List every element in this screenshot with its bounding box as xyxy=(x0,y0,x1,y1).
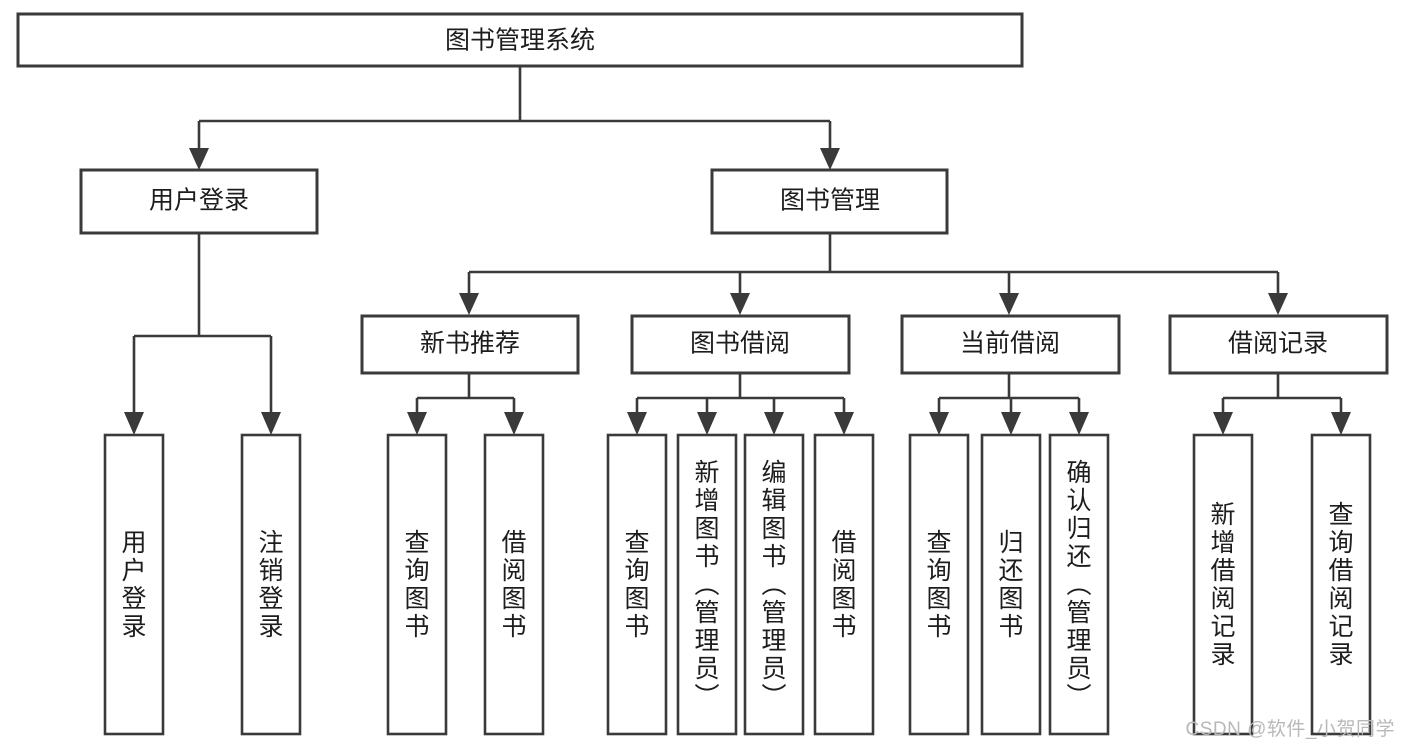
arrowhead-bb-edit-book xyxy=(764,412,784,435)
leaf-box-br-add-record[interactable] xyxy=(1192,433,1254,736)
connectors-borrow-record-to-leaves xyxy=(1213,373,1351,435)
leaf-box-cb-confirm-return[interactable] xyxy=(1048,433,1110,736)
leaf-label-bb-edit-book: 编辑图书︵管理员︶ xyxy=(761,458,787,711)
leaf-label-bb-borrow-book: 借阅图书 xyxy=(831,528,857,641)
leaf-label-bb-query-book: 查询图书 xyxy=(624,528,650,641)
connectors-new-book-to-leaves xyxy=(407,373,524,435)
node-book-borrow-label: 图书借阅 xyxy=(690,330,790,358)
leaf-box-cb-return-book[interactable] xyxy=(980,433,1042,736)
node-borrow-record-label: 借阅记录 xyxy=(1228,330,1328,358)
leaf-box-bb-query-book[interactable] xyxy=(606,433,668,736)
leaf-label-nb-query-book: 查询图书 xyxy=(404,528,430,641)
leaf-label-bb-add-book: 新增图书︵管理员︶ xyxy=(694,458,720,711)
connectors-root-to-level2 xyxy=(189,65,840,170)
node-user-login-label: 用户登录 xyxy=(149,187,249,215)
arrowhead-current-borrow xyxy=(999,293,1019,315)
leaf-label-cb-query-book: 查询图书 xyxy=(926,528,952,641)
leaf-box-bb-edit-book[interactable] xyxy=(743,433,805,736)
node-new-book-label: 新书推荐 xyxy=(420,330,520,358)
node-borrow-record-box[interactable] xyxy=(1168,314,1389,375)
arrowhead-leaf-logout xyxy=(261,412,281,435)
arrowhead-cb-query-book xyxy=(929,412,949,435)
node-new-book-box[interactable] xyxy=(360,314,580,375)
arrowhead-user-login xyxy=(189,148,209,170)
arrowhead-book-borrow xyxy=(730,293,750,315)
arrowhead-borrow-record xyxy=(1268,293,1288,315)
leaf-box-nb-query-book[interactable] xyxy=(386,433,448,736)
node-book-borrow-box[interactable] xyxy=(630,314,851,375)
leaf-label-br-add-record: 新增借阅记录 xyxy=(1210,500,1236,669)
arrowhead-br-add-record xyxy=(1213,412,1233,435)
leaf-label-nb-borrow-book: 借阅图书 xyxy=(501,528,527,641)
arrowhead-nb-query-book xyxy=(407,412,427,435)
connectors-user-login-to-leaves xyxy=(124,233,281,435)
arrowhead-book-mgmt xyxy=(820,148,840,170)
leaf-box-cb-query-book[interactable] xyxy=(908,433,970,736)
connectors-current-borrow-to-leaves xyxy=(929,373,1089,435)
arrowhead-new-book xyxy=(459,293,479,315)
arrowhead-bb-query-book xyxy=(627,412,647,435)
leaf-box-br-query-record[interactable] xyxy=(1310,433,1372,736)
node-user-login-box[interactable] xyxy=(79,168,319,235)
arrowhead-nb-borrow-book xyxy=(504,412,524,435)
node-current-borrow-box[interactable] xyxy=(900,314,1121,375)
leaf-label-cb-confirm-return: 确认归还︵管理员︶ xyxy=(1066,458,1092,711)
node-root-label: 图书管理系统 xyxy=(445,27,595,55)
node-root-box[interactable] xyxy=(16,12,1024,68)
leaf-box-bb-add-book[interactable] xyxy=(676,433,738,736)
node-book-mgmt-box[interactable] xyxy=(710,168,949,235)
arrowhead-br-query-record xyxy=(1331,412,1351,435)
leaf-box-logout[interactable] xyxy=(240,433,302,736)
leaf-box-bb-borrow-book[interactable] xyxy=(813,433,875,736)
leaf-label-br-query-record: 查询借阅记录 xyxy=(1328,500,1354,669)
connectors-book-borrow-to-leaves xyxy=(627,373,854,435)
leaf-box-nb-borrow-book[interactable] xyxy=(483,433,545,736)
leaf-box-user-login[interactable] xyxy=(103,433,165,736)
leaf-label-cb-return-book: 归还图书 xyxy=(998,528,1024,641)
node-current-borrow-label: 当前借阅 xyxy=(960,330,1060,358)
connectors-book-mgmt-to-level3 xyxy=(459,233,1288,315)
node-book-mgmt-label: 图书管理 xyxy=(780,187,880,215)
leaf-label-logout: 注销登录 xyxy=(258,528,284,641)
leaf-label-user-login: 用户登录 xyxy=(121,528,147,641)
arrowhead-cb-confirm-return xyxy=(1069,412,1089,435)
arrowhead-cb-return-book xyxy=(1001,412,1021,435)
arrowhead-leaf-user-login xyxy=(124,412,144,435)
arrowhead-bb-add-book xyxy=(697,412,717,435)
arrowhead-bb-borrow-book xyxy=(834,412,854,435)
